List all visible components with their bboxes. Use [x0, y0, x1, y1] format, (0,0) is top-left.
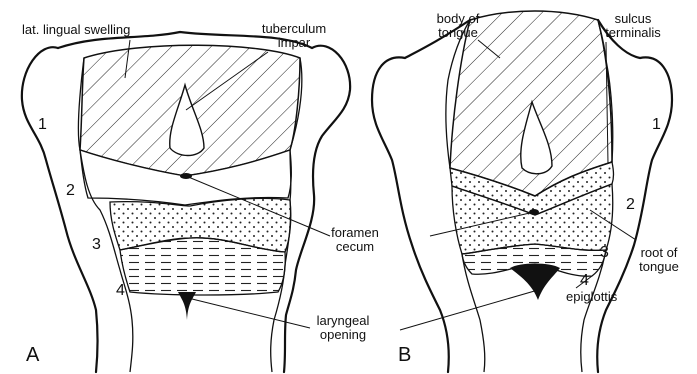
arch-number-b-1: 1: [652, 116, 661, 134]
label-foramen-cecum-line1: foramen: [320, 226, 390, 240]
arch-number-a-2: 2: [66, 182, 75, 200]
label-sulcus-terminalis: sulcus terminalis: [590, 12, 676, 40]
label-foramen-cecum: foramen cecum: [320, 226, 390, 254]
label-lat-lingual-swelling: lat. lingual swelling: [22, 23, 130, 37]
panel-letter-a: A: [26, 344, 39, 367]
panel-b-laryngeal-opening: [510, 264, 560, 301]
label-root-of-tongue-line2: tongue: [628, 260, 690, 274]
label-laryngeal-opening-line2: opening: [298, 328, 388, 342]
label-epiglottis: epiglottis: [566, 290, 617, 304]
arch-number-b-2: 2: [626, 196, 635, 214]
arch-number-b-4: 4: [580, 272, 589, 290]
panel-b-drawing: [372, 11, 672, 372]
arch-number-a-3: 3: [92, 236, 101, 254]
arch-number-a-1: 1: [38, 116, 47, 134]
label-tuberculum-impar-line1: tuberculum: [246, 22, 342, 36]
label-foramen-cecum-line2: cecum: [320, 240, 390, 254]
label-laryngeal-opening-line1: laryngeal: [298, 314, 388, 328]
label-body-of-tongue: body of tongue: [418, 12, 498, 40]
panel-a-laryngeal-opening: [178, 292, 196, 320]
label-tuberculum-impar: tuberculum impar: [246, 22, 342, 50]
label-root-of-tongue: root of tongue: [628, 246, 690, 274]
panel-letter-b: B: [398, 344, 411, 367]
arch-number-a-4: 4: [116, 282, 125, 300]
label-laryngeal-opening: laryngeal opening: [298, 314, 388, 342]
label-tuberculum-impar-line2: impar: [246, 36, 342, 50]
arch-number-b-3: 3: [600, 244, 609, 262]
label-sulcus-terminalis-line1: sulcus: [590, 12, 676, 26]
label-body-of-tongue-line1: body of: [418, 12, 498, 26]
label-body-of-tongue-line2: tongue: [418, 26, 498, 40]
label-root-of-tongue-line1: root of: [628, 246, 690, 260]
label-sulcus-terminalis-line2: terminalis: [590, 26, 676, 40]
